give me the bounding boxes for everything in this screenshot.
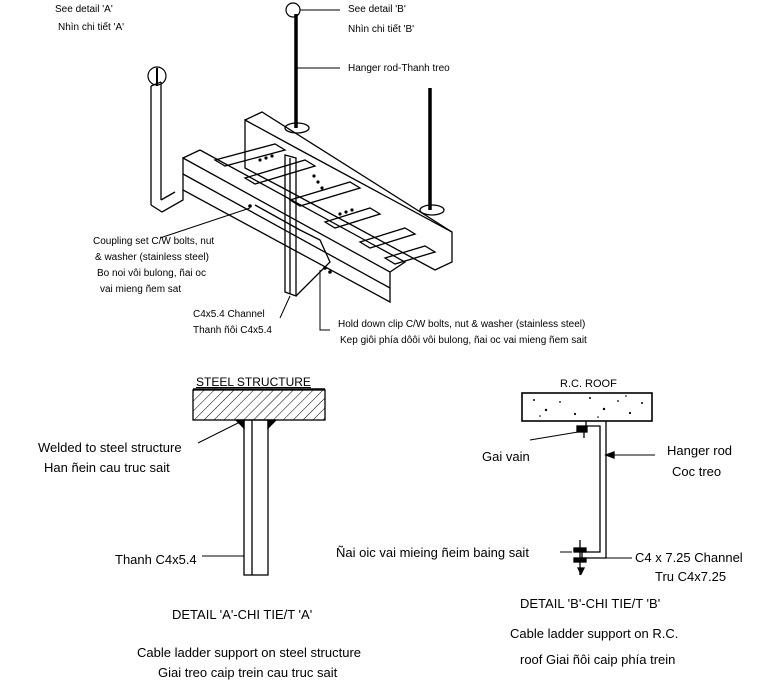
- hanger-rod-label: Hanger rod-Thanh treo: [348, 63, 450, 74]
- detail-a-title: DETAIL 'A'-CHI TIE/T 'A': [172, 607, 313, 622]
- coupling-label-3: Bo noi vôi bulong, ñai oc: [97, 268, 206, 279]
- see-detail-a-vn-label: Nhìn chi tiết 'A': [58, 22, 125, 33]
- thanh-c4x5-4-label: Thanh C4x5.4: [115, 552, 197, 567]
- see-detail-a-label: See detail 'A': [55, 4, 113, 15]
- steel-structure-header: STEEL STRUCTURE: [196, 375, 311, 389]
- top-beam: [244, 118, 453, 271]
- rc-roof-header: R.C. ROOF: [560, 378, 617, 390]
- detail-a-caption-1: Cable ladder support on steel structure: [137, 645, 362, 660]
- anchor-nut-top: [576, 425, 588, 433]
- channel-c4x7-25-label: C4 x 7.25 Channel: [635, 550, 743, 565]
- left-rail: [182, 156, 391, 304]
- concrete-speckle: [533, 395, 643, 418]
- see-detail-b-vn-label: Nhìn chi tiết 'B': [348, 24, 415, 35]
- hanger-bracket: [581, 421, 607, 559]
- welded-vn-label: Han ñein cau truc sait: [44, 460, 170, 475]
- steel-structure-block: [192, 389, 326, 421]
- bottom-bracket: [150, 190, 184, 213]
- ladder-rungs: [213, 143, 437, 265]
- hanger-rod-b-label: Hanger rod: [667, 443, 733, 458]
- channel-c4x7-25-vn-label: Tru C4x7.25: [655, 569, 727, 584]
- gai-van-label: Gai vain: [482, 449, 530, 464]
- coupling-label-1: Coupling set C/W bolts, nut: [93, 236, 215, 247]
- iso-leaders: [159, 9, 340, 331]
- coupling-label-2: & washer (stainless steel): [95, 252, 209, 263]
- welded-label: Welded to steel structure: [38, 440, 182, 455]
- channel-c4x5-4-label: C4x5.4 Channel: [193, 309, 265, 320]
- hold-down-clip-vn-label: Kep giôi phía dôôi vôi bulong, ñai oc va…: [340, 335, 587, 346]
- channel-c4x5-4-vn-label: Thanh ñôi C4x5.4: [193, 325, 272, 336]
- detail-b-marker: [285, 2, 301, 18]
- rc-roof-slab: [521, 392, 653, 422]
- nut-washer-label: Ñai oic vai mieing ñeim baing sait: [336, 545, 529, 560]
- hold-down-clip-label: Hold down clip C/W bolts, nut & washer (…: [338, 319, 586, 330]
- hanger-rod-b-vn-label: Coc treo: [672, 464, 722, 479]
- isometric-cable-ladder: [147, 2, 453, 304]
- detail-a-drawing: [192, 388, 326, 576]
- weld-right: [267, 419, 278, 430]
- bolts: [248, 154, 354, 274]
- detail-a-post: [150, 81, 162, 205]
- channel-c4x5-4: [243, 419, 269, 576]
- see-detail-b-label: See detail 'B': [348, 4, 406, 15]
- detail-b-drawing: [521, 392, 655, 576]
- detail-b-caption-1: Cable ladder support on R.C.: [510, 626, 679, 641]
- detail-b-title: DETAIL 'B'-CHI TIE/T 'B': [520, 596, 661, 611]
- coupling-label-4: vai mieng ñem sat: [100, 284, 182, 295]
- detail-a-caption-2: Giai treo caip trein cau truc sait: [158, 665, 338, 680]
- detail-b-caption-2: roof Giai ñôi caip phía trein: [520, 652, 676, 667]
- weld-left: [234, 419, 245, 430]
